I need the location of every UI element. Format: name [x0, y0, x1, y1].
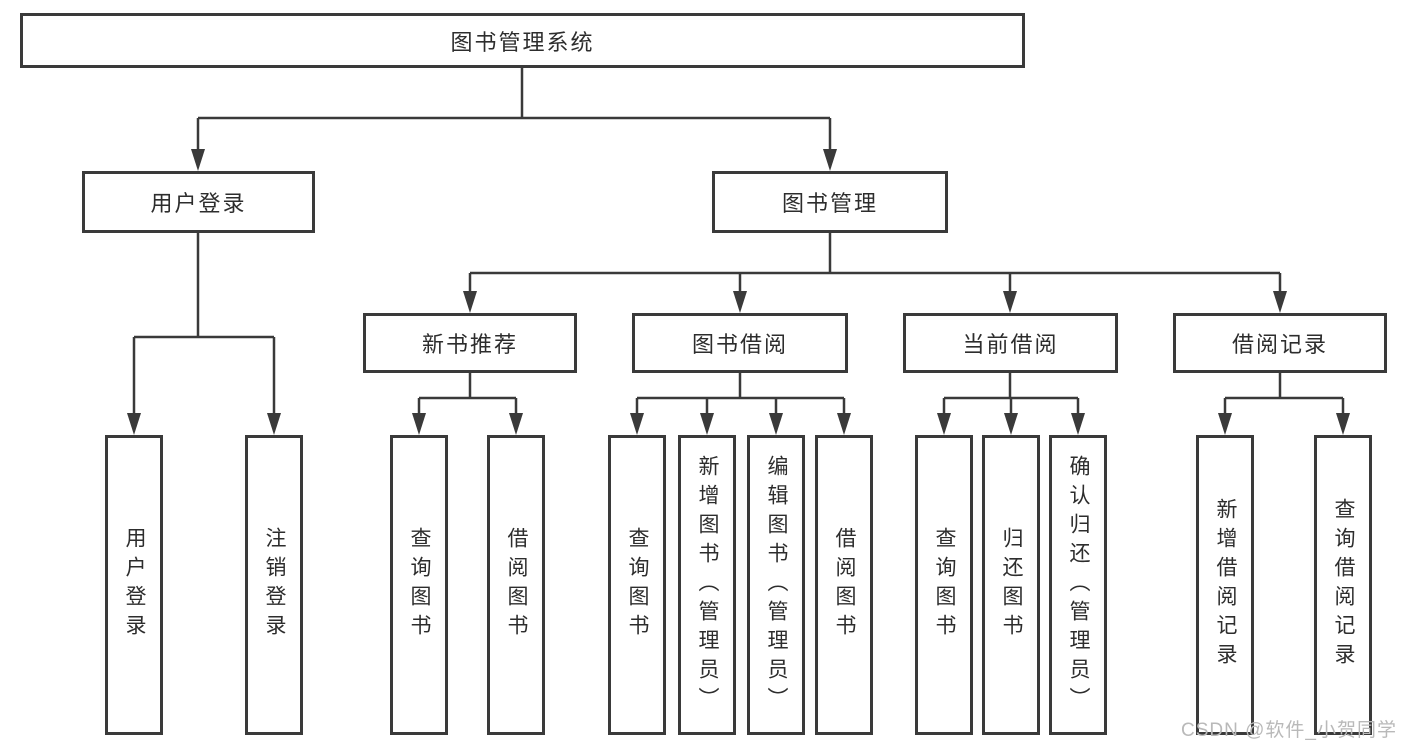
node-book-borrowing-label: 图书借阅 — [691, 332, 788, 357]
node-leaf-query-books-3: 查询图书 — [915, 435, 973, 735]
node-book-management: 图书管理 — [712, 171, 948, 233]
node-leaf-borrow-books-2: 借阅图书 — [815, 435, 873, 735]
node-current-borrowing: 当前借阅 — [903, 313, 1118, 373]
node-root-label: 图书管理系统 — [450, 29, 595, 55]
node-leaf-borrow-books-1: 借阅图书 — [487, 435, 545, 735]
node-leaf-logout: 注销登录 — [245, 435, 303, 735]
node-leaf-add-borrow-record: 新增借阅记录 — [1196, 435, 1254, 735]
node-leaf-query-books-2: 查询图书 — [608, 435, 666, 735]
node-user-login: 用户登录 — [82, 171, 315, 233]
node-leaf-query-borrow-record: 查询借阅记录 — [1314, 435, 1372, 735]
node-root: 图书管理系统 — [20, 13, 1025, 68]
node-new-book-recommend-label: 新书推荐 — [421, 332, 518, 357]
node-leaf-query-books-1: 查询图书 — [390, 435, 448, 735]
node-borrowing-records-label: 借阅记录 — [1231, 332, 1328, 357]
node-leaf-edit-books-admin: 编辑图书（管理员） — [747, 435, 805, 735]
node-new-book-recommend: 新书推荐 — [363, 313, 577, 373]
node-leaf-user-login: 用户登录 — [105, 435, 163, 735]
node-book-management-label: 图书管理 — [781, 191, 878, 216]
node-book-borrowing: 图书借阅 — [632, 313, 848, 373]
node-leaf-return-books: 归还图书 — [982, 435, 1040, 735]
node-current-borrowing-label: 当前借阅 — [962, 332, 1059, 357]
node-borrowing-records: 借阅记录 — [1173, 313, 1387, 373]
node-leaf-confirm-return-admin: 确认归还（管理员） — [1049, 435, 1107, 735]
node-user-login-label: 用户登录 — [150, 191, 247, 216]
csdn-watermark: CSDN @软件_小贺同学 — [1181, 720, 1397, 741]
node-leaf-add-books-admin: 新增图书（管理员） — [678, 435, 736, 735]
